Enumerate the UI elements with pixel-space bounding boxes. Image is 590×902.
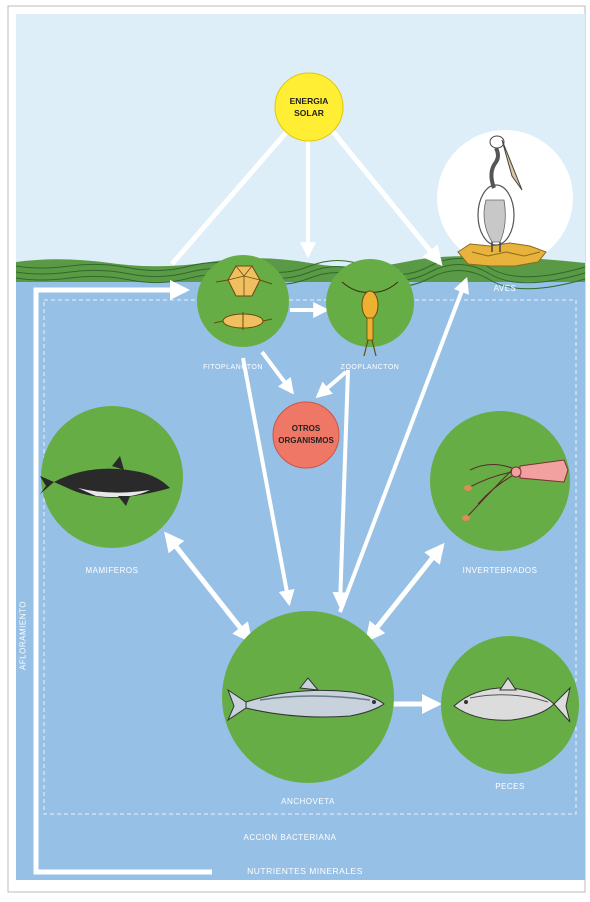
energia-solar-line1: ENERGIA: [274, 95, 344, 107]
nutrientes-minerales-label: NUTRIENTES MINERALES: [220, 866, 390, 876]
aves-label: AVES: [470, 284, 540, 293]
otros-organismos-label: OTROS ORGANISMOS: [268, 423, 344, 447]
otros-organismos-line1: OTROS: [268, 423, 344, 435]
peces-label: PECES: [460, 782, 560, 791]
otros-organismos-line2: ORGANISMOS: [268, 435, 344, 447]
zooplancton-label: ZOOPLANCTON: [330, 364, 410, 371]
accion-bacteriana-label: ACCION BACTERIANA: [220, 833, 360, 842]
afloramiento-label: AFLORAMIENTO: [19, 581, 28, 691]
invertebrados-label: INVERTEBRADOS: [448, 566, 552, 575]
energia-solar-line2: SOLAR: [274, 107, 344, 119]
anchoveta-label: ANCHOVETA: [258, 797, 358, 806]
fitoplancton-label: FITOPLANCTON: [193, 364, 273, 371]
mamiferos-label: MAMIFEROS: [62, 566, 162, 575]
energia-solar-label: ENERGIA SOLAR: [274, 95, 344, 119]
